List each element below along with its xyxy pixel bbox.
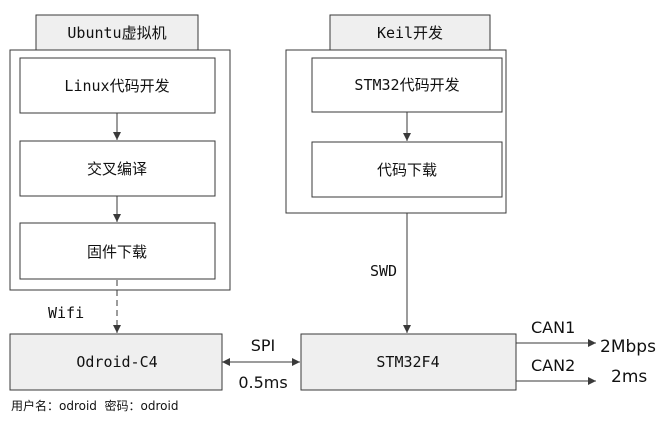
firmware-download-label: 固件下载 (87, 243, 147, 261)
can1-label: CAN1 (531, 318, 575, 337)
code-download-box (311, 141, 503, 198)
stm32f4-node (300, 333, 517, 391)
spi-label: SPI (251, 336, 276, 355)
linux-dev-box (19, 57, 216, 114)
linux-dev-label: Linux代码开发 (64, 77, 169, 95)
cross-compile-box (19, 140, 216, 197)
spi-period-label: 0.5ms (238, 373, 287, 392)
can2-period-label: 2ms (611, 367, 647, 387)
cross-compile-label: 交叉编译 (87, 160, 147, 178)
keil-title-box (329, 14, 491, 51)
stm32-dev-label: STM32代码开发 (354, 76, 459, 94)
ubuntu-vm-title: Ubuntu虚拟机 (67, 24, 166, 42)
ubuntu-vm-title-box (35, 14, 199, 51)
credentials-note: 用户名：odroid 密码：odroid (11, 398, 178, 413)
stm32f4-label: STM32F4 (376, 353, 439, 371)
can1-rate-label: 2Mbps (600, 337, 656, 357)
wifi-label: Wifi (48, 304, 84, 322)
can2-label: CAN2 (531, 356, 575, 375)
firmware-download-box (19, 222, 216, 280)
keil-title: Keil开发 (377, 24, 443, 42)
odroid-label: Odroid-C4 (76, 353, 157, 371)
odroid-node (9, 333, 223, 391)
swd-label: SWD (370, 262, 397, 280)
code-download-label: 代码下载 (377, 161, 437, 179)
